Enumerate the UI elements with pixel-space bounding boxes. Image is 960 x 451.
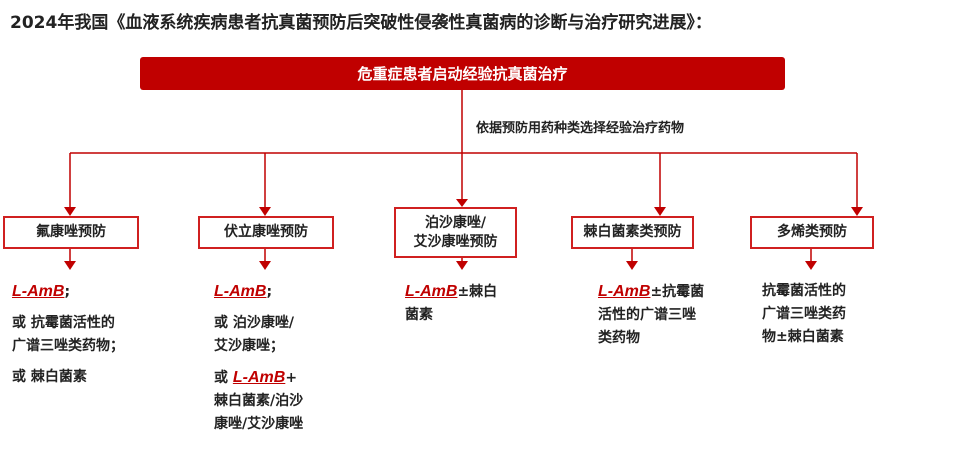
result-polyene: 抗霉菌活性的 广谱三唑类药 物±棘白菌素: [762, 280, 846, 349]
text: 类药物: [598, 330, 640, 346]
text: 艾沙康唑；: [214, 338, 284, 354]
result-fluconazole: L-AmB; 或 抗霉菌活性的 广谱三唑类药物； 或 棘白菌素: [12, 280, 124, 389]
text: 或 棘白菌素: [12, 369, 87, 385]
basis-label: 依据预防用药种类选择经验治疗药物: [476, 121, 685, 136]
lamb-text: L-AmB: [214, 283, 267, 300]
box-posaconazole: 泊沙康唑/艾沙康唑预防: [394, 207, 517, 258]
text: 广谱三唑类药物；: [12, 338, 124, 354]
text: ±抗霉菌: [650, 284, 705, 300]
text: 广谱三唑类药: [762, 306, 846, 322]
start-treatment-box: 危重症患者启动经验抗真菌治疗: [140, 57, 785, 90]
result-echinocandin: L-AmB±抗霉菌 活性的广谱三唑 类药物: [598, 280, 704, 350]
box-voriconazole: 伏立康唑预防: [198, 216, 334, 249]
text: 康唑/艾沙康唑: [214, 416, 304, 432]
text: 棘白菌素/泊沙: [214, 393, 304, 409]
lamb-text: L-AmB: [12, 283, 65, 300]
result-voriconazole: L-AmB; 或 泊沙康唑/ 艾沙康唑； 或 L-AmB+ 棘白菌素/泊沙 康唑…: [214, 280, 303, 436]
text: ;: [266, 284, 273, 300]
lamb-text: L-AmB: [232, 369, 286, 386]
text: 或: [214, 370, 233, 386]
text: 物±棘白菌素: [762, 329, 844, 345]
box-label-line: 泊沙康唑/: [424, 214, 487, 231]
result-posaconazole: L-AmB±棘白 菌素: [405, 280, 497, 327]
text: 抗霉菌活性的: [762, 283, 846, 299]
text: +: [285, 370, 298, 386]
lamb-text: L-AmB: [405, 283, 458, 300]
text: 或 泊沙康唑/: [214, 315, 294, 331]
lamb-text: L-AmB: [598, 283, 651, 300]
box-polyene: 多烯类预防: [750, 216, 874, 249]
text: ;: [64, 284, 71, 300]
text: 或 抗霉菌活性的: [12, 315, 115, 331]
box-echinocandin: 棘白菌素类预防: [571, 216, 694, 249]
text: 活性的广谱三唑: [598, 307, 696, 323]
box-fluconazole: 氟康唑预防: [3, 216, 139, 249]
text: ±棘白: [457, 284, 498, 300]
box-label-line: 艾沙康唑预防: [413, 233, 498, 250]
page-title: 2024年我国《血液系统疾病患者抗真菌预防后突破性侵袭性真菌病的诊断与治疗研究进…: [10, 13, 712, 33]
text: 菌素: [405, 307, 433, 323]
